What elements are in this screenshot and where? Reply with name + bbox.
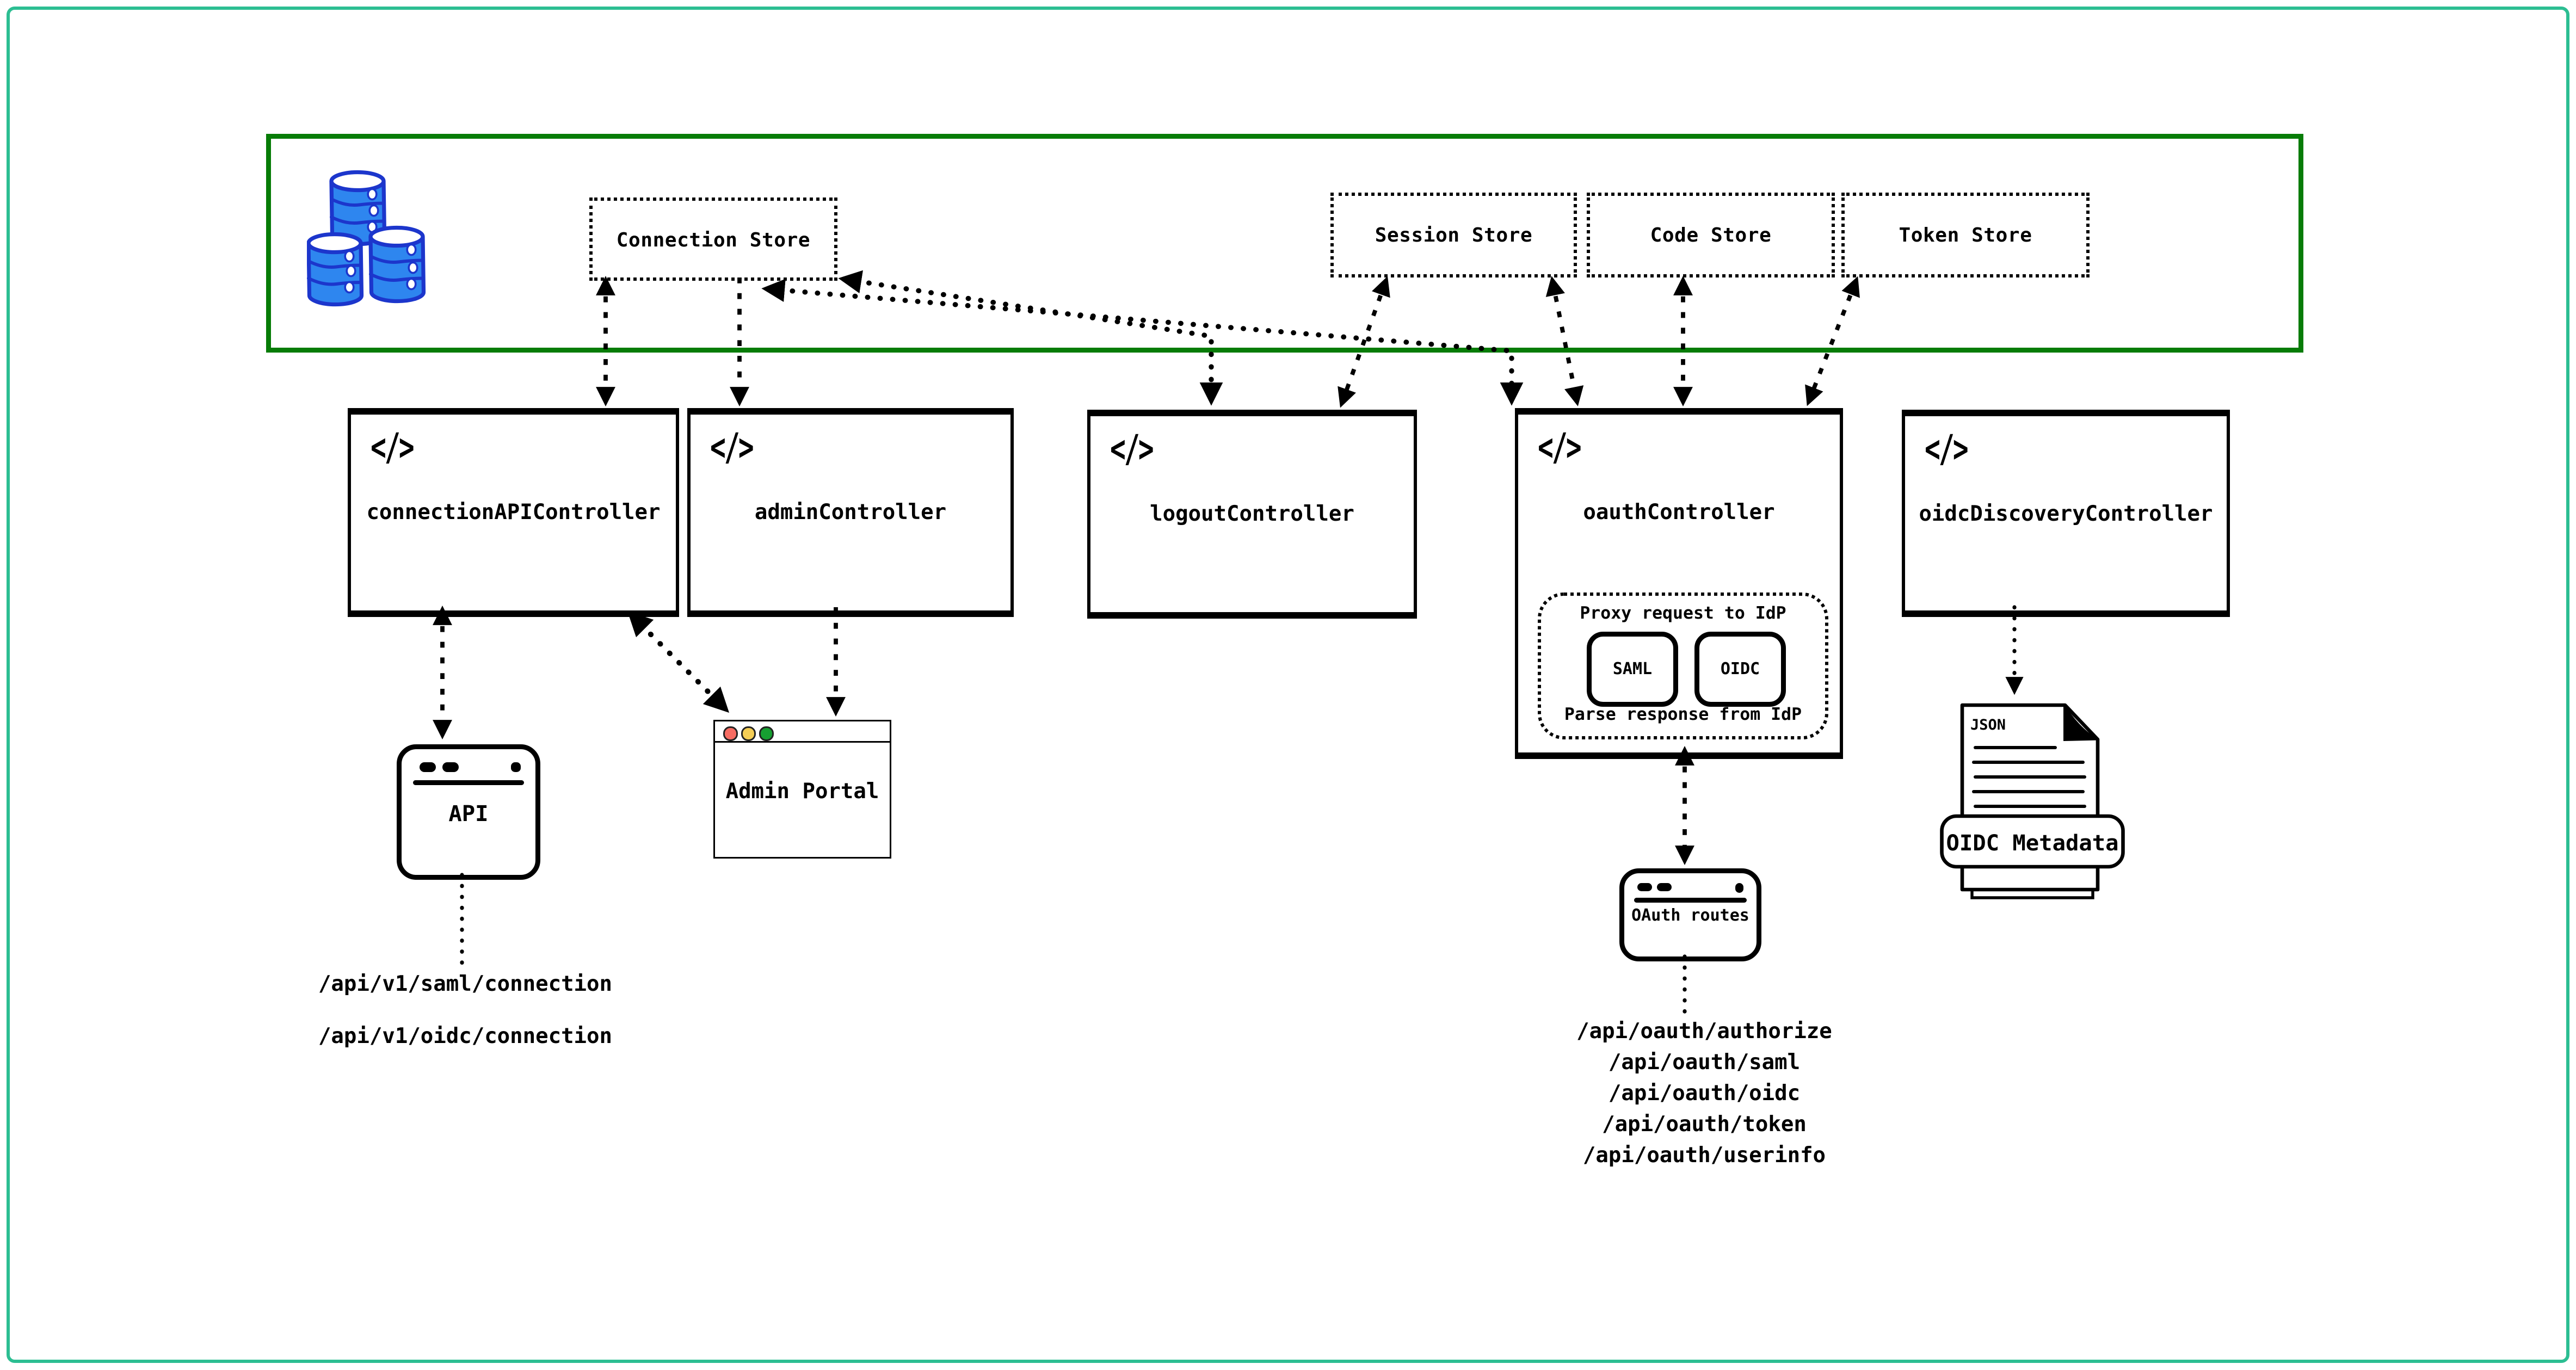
oauth-routes-window: OAuth routes [1619, 868, 1761, 961]
saml-protocol-box: SAML [1587, 632, 1678, 707]
oauth-path: /api/oauth/saml [1608, 1051, 1801, 1076]
connection-store-label: Connection Store [616, 227, 811, 251]
idp-proxy-group: Proxy request to IdP SAML OIDC Parse res… [1538, 593, 1828, 739]
code-icon: </> [710, 424, 754, 470]
oidc-metadata-document: JSON OIDC Metadata [1940, 703, 2125, 899]
oidc-discovery-controller-label: oidcDiscoveryController [1919, 503, 2213, 527]
oauth-path: /api/oauth/oidc [1608, 1082, 1801, 1107]
code-icon: </> [371, 424, 415, 470]
session-store-label: Session Store [1375, 224, 1533, 246]
logout-controller-label: logoutController [1150, 503, 1354, 527]
window-divider [413, 780, 524, 786]
document-fold-icon [2063, 703, 2099, 741]
api-window: API [397, 744, 540, 880]
oidc-discovery-controller-box: </> oidcDiscoveryController [1902, 410, 2230, 617]
admin-controller-label: adminController [754, 501, 947, 526]
window-dash-icon [1637, 883, 1652, 891]
api-window-label: API [448, 801, 489, 828]
token-store-label: Token Store [1899, 224, 2032, 246]
code-store-box: Code Store [1587, 193, 1835, 277]
oidc-protocol-box: OIDC [1694, 632, 1786, 707]
api-path: /api/v1/oidc/connection [318, 1025, 612, 1050]
admin-portal-label: Admin Portal [725, 780, 879, 805]
session-store-box: Session Store [1330, 193, 1577, 277]
code-icon: </> [1110, 426, 1154, 471]
oauth-path: /api/oauth/authorize [1576, 1020, 1832, 1045]
admin-portal-titlebar [715, 721, 890, 743]
oidc-metadata-label: OIDC Metadata [1946, 830, 2119, 856]
diagram-outer-frame [7, 7, 2569, 1364]
oidc-label: OIDC [1720, 660, 1760, 678]
proxy-request-note: Proxy request to IdP [1580, 604, 1786, 624]
saml-label: SAML [1612, 660, 1653, 678]
token-store-box: Token Store [1841, 193, 2090, 277]
oauth-path: /api/oauth/userinfo [1582, 1144, 1826, 1169]
connection-api-controller-label: connectionAPIController [366, 501, 661, 526]
window-dash-icon [420, 762, 436, 772]
logout-controller-box: </> logoutController [1087, 410, 1417, 619]
admin-portal-window: Admin Portal [713, 720, 891, 859]
metadata-banner [1940, 814, 2125, 869]
database-stack-icon [307, 170, 426, 307]
close-dot-icon [723, 726, 737, 740]
code-store-label: Code Store [1650, 224, 1772, 246]
maximize-dot-icon [759, 726, 773, 740]
minimize-dot-icon [741, 726, 755, 740]
code-icon: </> [1925, 426, 1969, 471]
window-dot-icon [511, 761, 521, 772]
connection-api-controller-box: </> connectionAPIController [348, 408, 679, 617]
parse-response-note: Parse response from IdP [1564, 705, 1802, 725]
oauth-controller-box: </> oauthController Proxy request to IdP… [1515, 408, 1843, 759]
window-divider [1634, 898, 1747, 903]
window-dot-icon [1734, 882, 1743, 892]
document-text-lines [1972, 746, 2086, 808]
admin-controller-box: </> adminController [687, 408, 1014, 617]
window-dash-icon [442, 762, 459, 772]
json-file-type-label: JSON [1970, 717, 2006, 733]
window-dash-icon [1657, 883, 1672, 891]
connection-store-box: Connection Store [589, 198, 837, 281]
oauth-controller-label: oauthController [1583, 501, 1775, 526]
oauth-routes-label: OAuth routes [1631, 908, 1749, 925]
code-icon: </> [1538, 424, 1582, 470]
oauth-path: /api/oauth/token [1602, 1113, 1807, 1138]
api-path: /api/v1/saml/connection [318, 973, 612, 997]
